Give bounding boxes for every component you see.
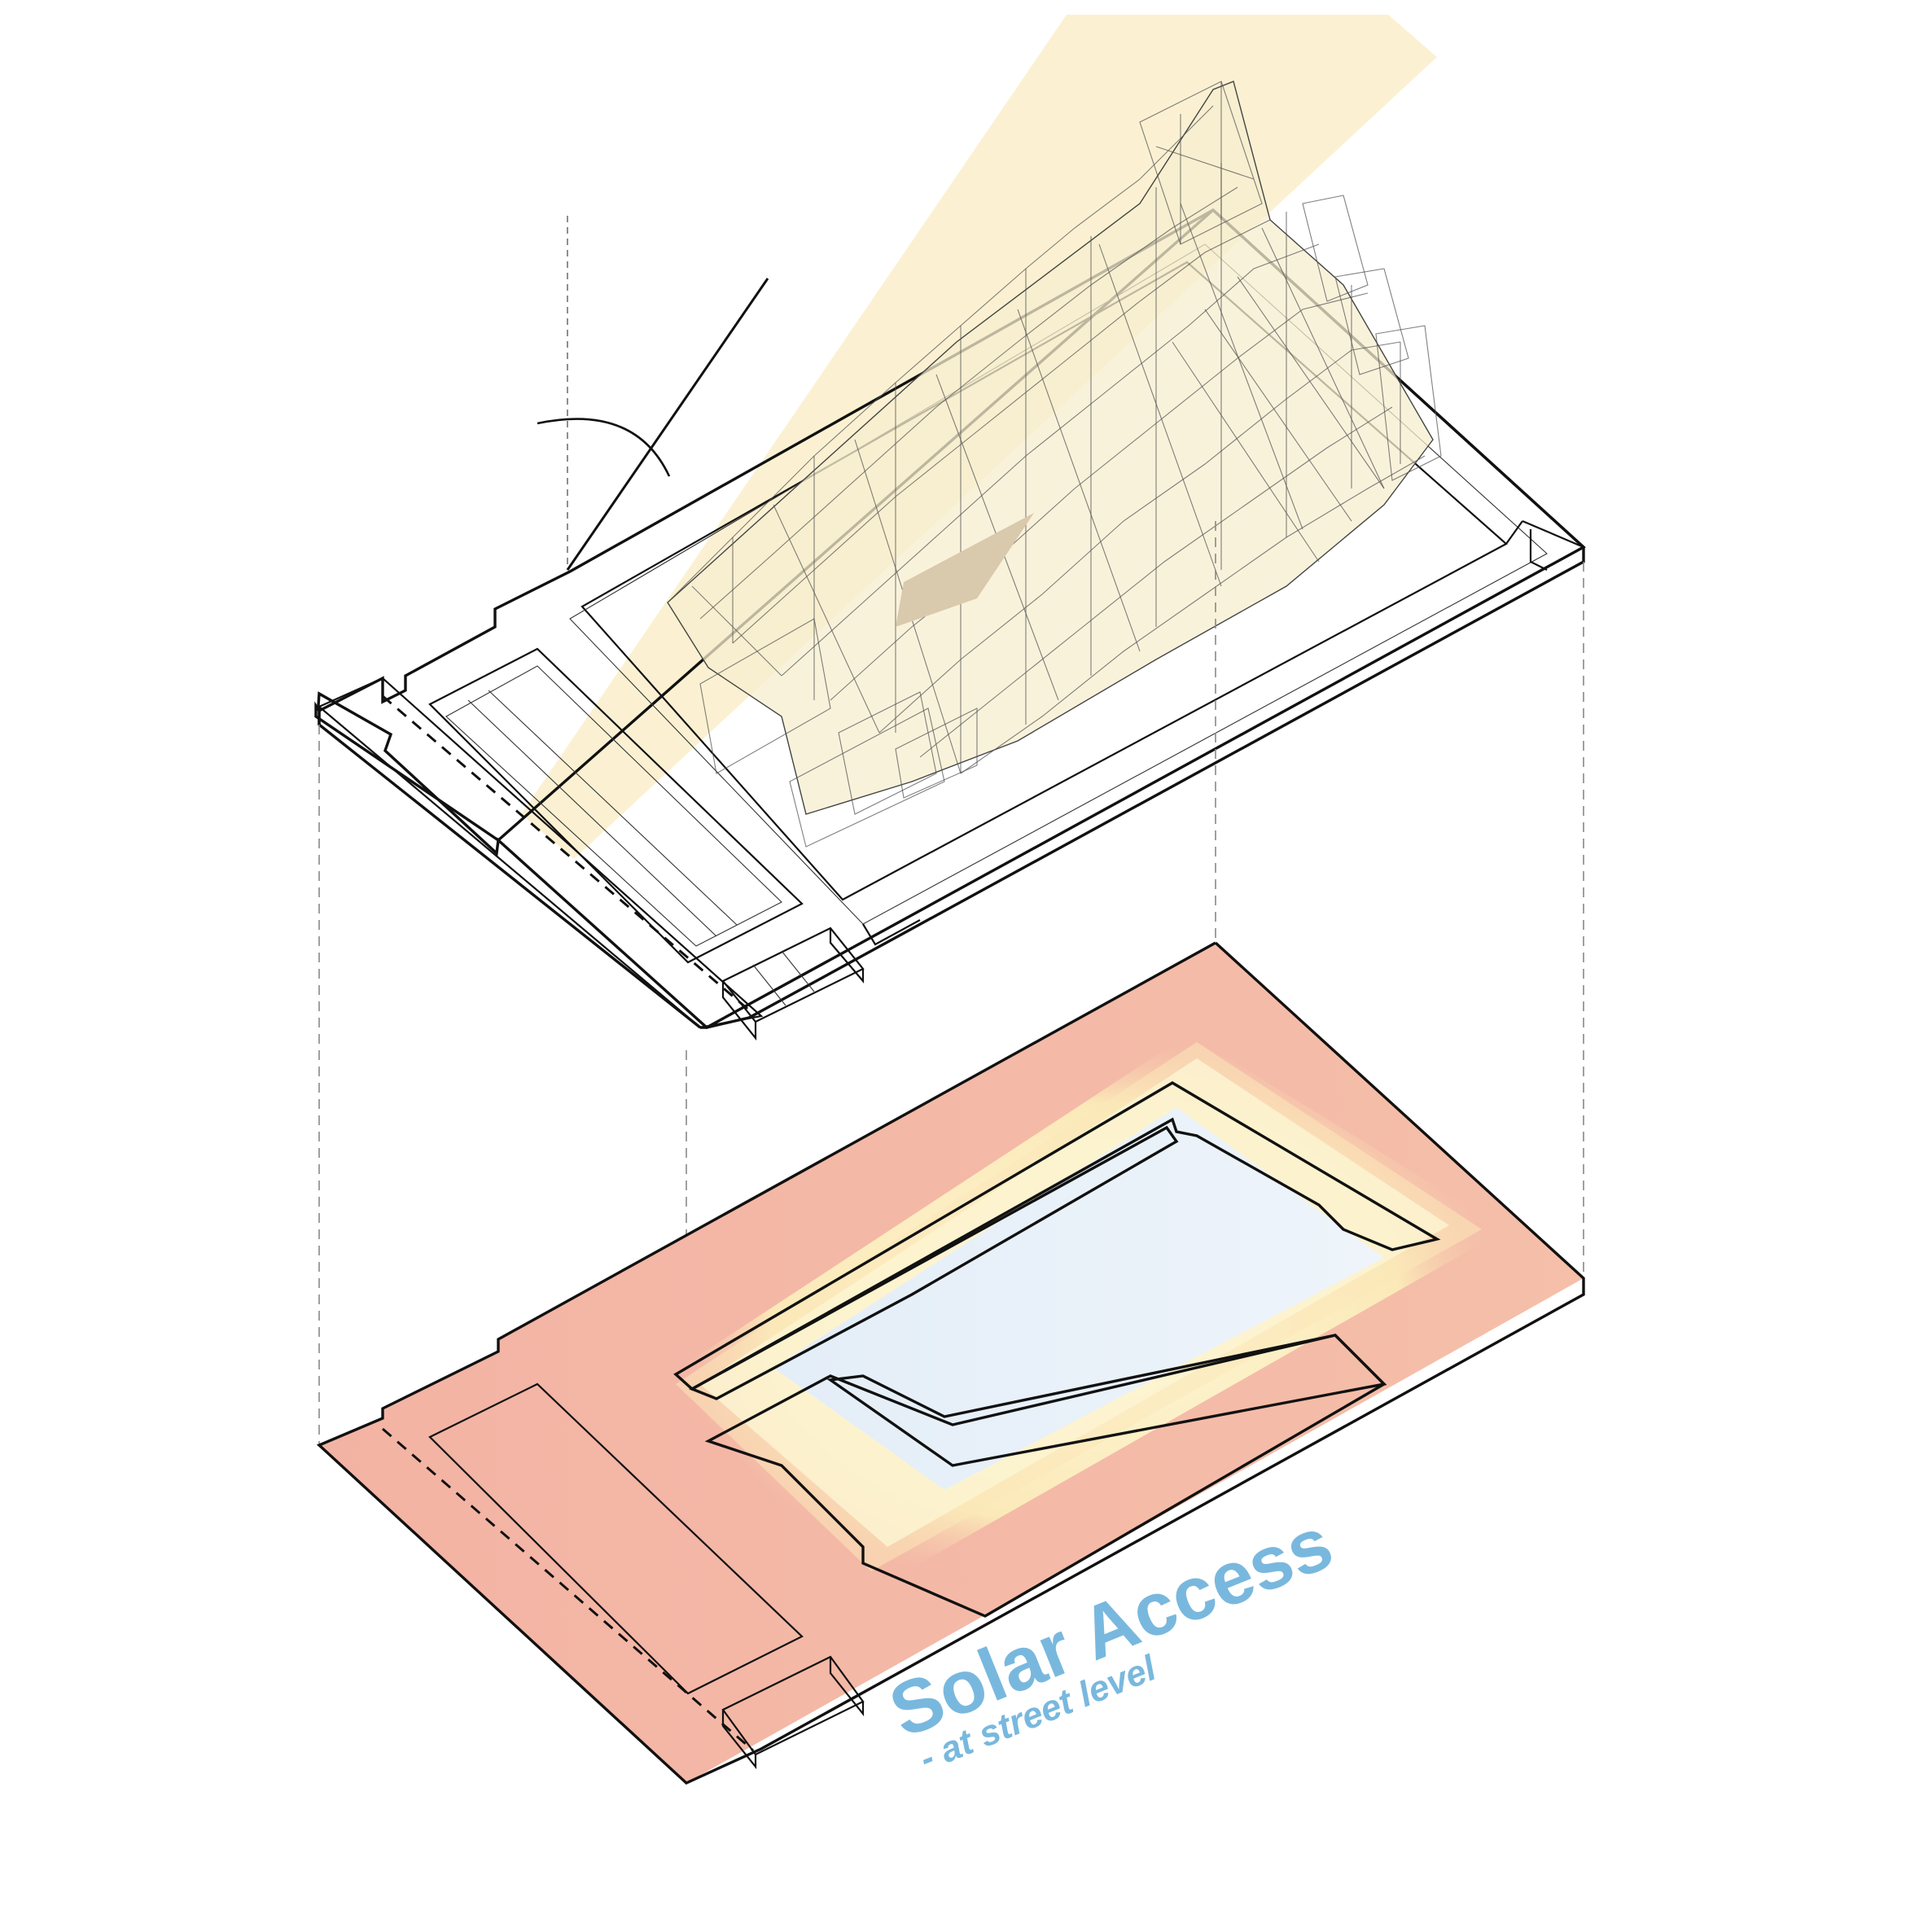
building-courtyard-block [704, 1334, 1387, 1618]
solar-heatmap-plan [316, 941, 1585, 1785]
building-north-bar [689, 1125, 1179, 1400]
wireframe-massing [667, 81, 1442, 848]
courtyard-shade [773, 1107, 1384, 1490]
building-south-bar [826, 1334, 1387, 1467]
sun-angle-indicator [537, 216, 769, 571]
massing-void [896, 513, 1034, 627]
building-north [673, 1081, 1441, 1391]
park-heat [428, 1382, 804, 1695]
